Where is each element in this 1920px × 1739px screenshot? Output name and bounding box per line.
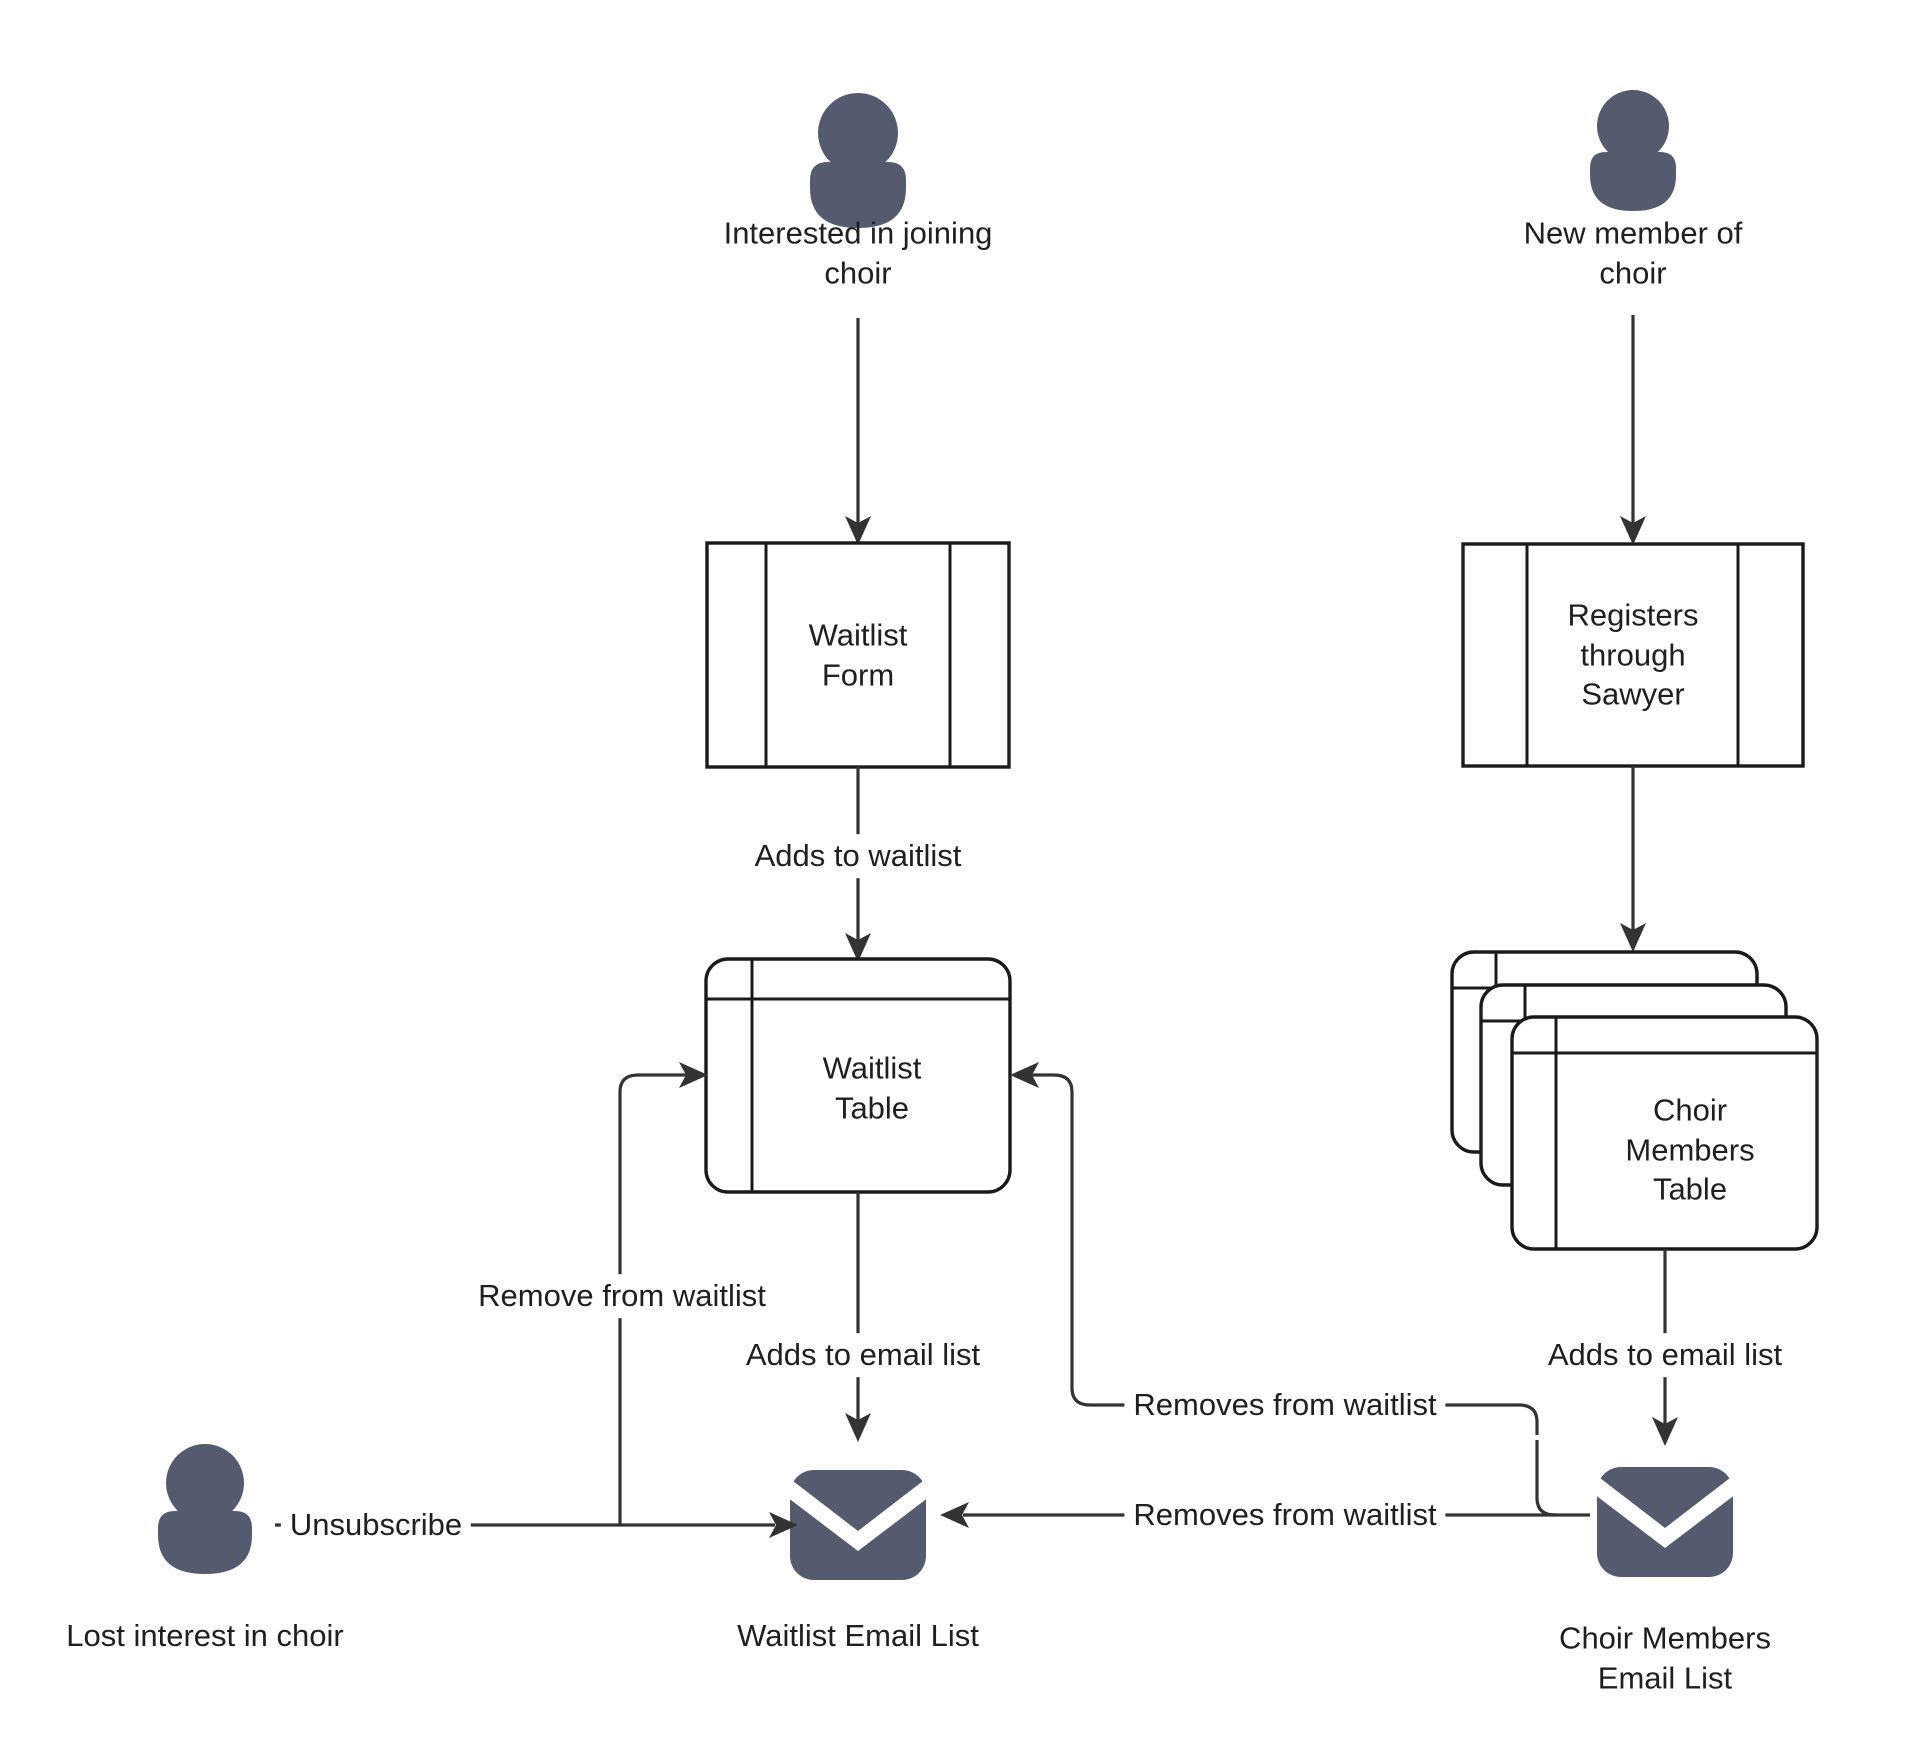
actor-lost-interest-icon [158,1444,252,1574]
choir-members-email-list-icon [1594,1467,1736,1577]
actor-new-member-icon [1590,90,1676,211]
edge-sawyer-to-members-table [1620,766,1646,952]
edge-remove-from-waitlist [618,1062,708,1525]
actor-interested-icon [810,93,906,228]
edge-interested-to-form [845,318,871,545]
edge-form-to-waitlist-table [845,767,871,962]
node-registers-through-sawyer[interactable] [1461,542,1805,768]
node-choir-members-table[interactable] [1450,950,1819,1251]
node-waitlist-table[interactable] [704,957,1012,1194]
edge-waitlist-table-to-email [845,1192,871,1442]
edge-removes-from-waitlist-lower [940,1440,1590,1528]
edge-removes-from-waitlist-upper [1010,1062,1667,1440]
waitlist-email-list-icon [787,1470,929,1580]
edge-new-member-to-sawyer [1620,315,1646,545]
edge-unsubscribe [275,1512,798,1538]
node-waitlist-form[interactable] [705,541,1011,769]
edge-members-table-to-email [1652,1249,1678,1446]
